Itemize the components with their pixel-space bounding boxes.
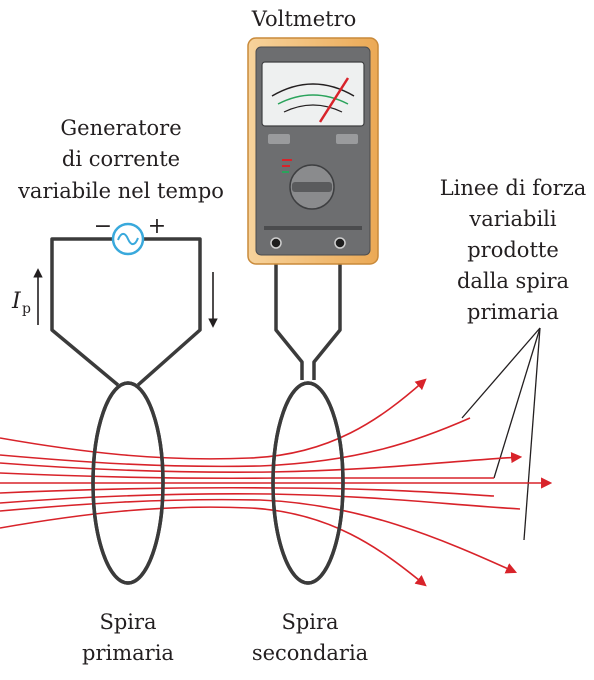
field-line-3 <box>0 451 523 473</box>
generator-label-3: variabile nel tempo <box>17 179 224 203</box>
voltmeter <box>247 37 379 265</box>
field-lines-label-2: variabili <box>468 207 557 231</box>
ac-generator-icon <box>111 222 145 256</box>
field-line-9 <box>0 506 427 587</box>
field-lines-label-5: primaria <box>467 300 559 324</box>
field-lines-label-1: Linee di forza <box>440 176 587 200</box>
generator-label-1: Generatore <box>60 116 181 140</box>
field-lines <box>0 378 553 587</box>
primary-circuit <box>50 237 202 387</box>
field-lines-label-3: prodotte <box>467 238 559 262</box>
primary-coil-label-1: Spira <box>99 610 156 634</box>
plus-sign: + <box>148 214 166 239</box>
secondary-coil-label-2: secondaria <box>252 641 368 665</box>
field-line-6 <box>0 486 495 497</box>
field-line-8 <box>0 498 518 574</box>
meter-needle <box>318 77 350 123</box>
minus-sign: − <box>94 214 112 239</box>
field-line-4 <box>0 472 494 480</box>
label-pointer-lines <box>461 327 541 541</box>
negative-terminal <box>270 237 282 249</box>
generator-label-2: di corrente <box>62 147 180 171</box>
positive-terminal <box>334 237 346 249</box>
current-subscript: p <box>22 301 31 317</box>
field-line-1 <box>0 378 427 460</box>
primary-coil-label-2: primaria <box>82 641 174 665</box>
field-line-2 <box>0 417 471 468</box>
secondary-circuit <box>274 243 342 380</box>
field-lines-label-4: dalla spira <box>457 269 569 293</box>
current-label: I <box>11 289 22 314</box>
field-line-7 <box>0 493 521 510</box>
meter-dial-face <box>261 61 365 127</box>
primary-coil-overlay <box>91 381 165 585</box>
secondary-coil-overlay <box>271 381 345 585</box>
secondary-coil-label-1: Spira <box>281 610 338 634</box>
voltmeter-label: Voltmetro <box>251 7 357 31</box>
